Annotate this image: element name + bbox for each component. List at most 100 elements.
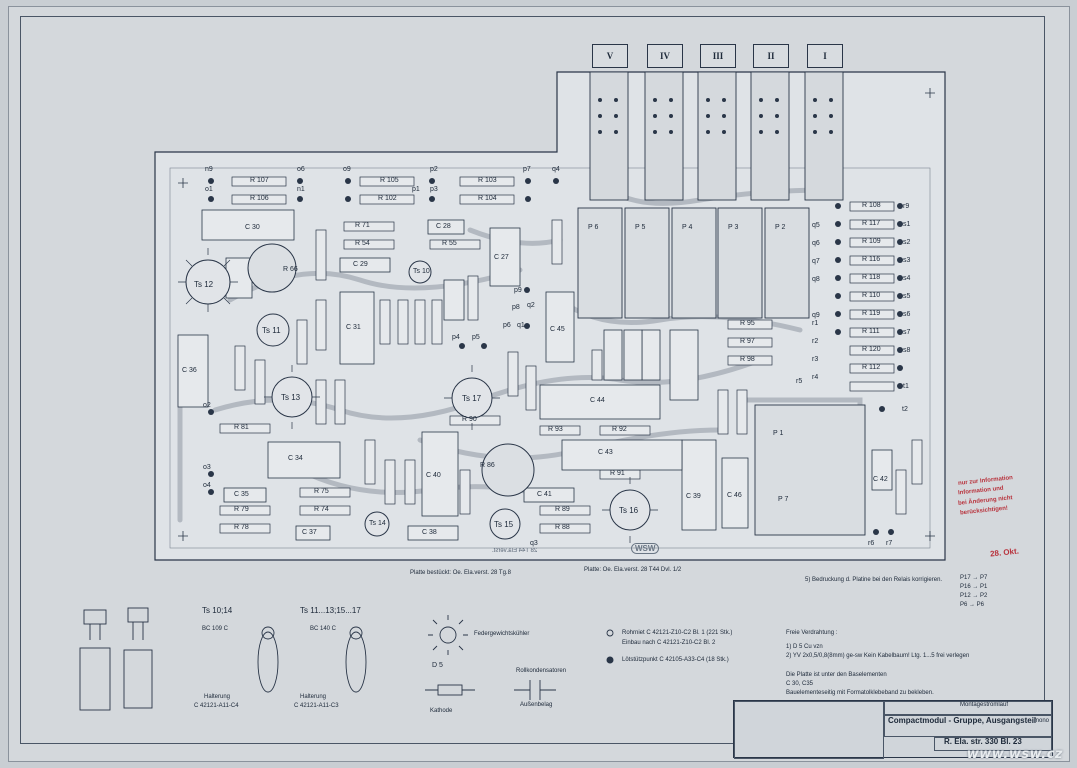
label-c27: C 27 — [494, 254, 509, 261]
mount-3: Bauelementeseitig mit Formatolklebeband … — [786, 690, 934, 696]
drawing-no-cell — [934, 737, 1052, 751]
legend-solder: Lötstützpunkt C 42105-A33-C4 (18 Stk.) — [622, 657, 729, 663]
label-c35: C 35 — [234, 491, 249, 498]
cathode-label: Kathode — [430, 708, 453, 714]
heatsink-fins — [178, 248, 658, 543]
label-ts15: Ts 15 — [494, 520, 514, 529]
mounting-marks — [178, 88, 935, 541]
label-r79: R 79 — [234, 506, 249, 513]
label-p4: P 4 — [682, 224, 693, 231]
label-c38: C 38 — [422, 529, 437, 536]
relay-fix-4: P6 → P6 — [960, 602, 985, 608]
revision-table — [734, 701, 884, 759]
port-q8: q8 — [812, 276, 820, 283]
board-mirror-text: 28 T44 Ela.verst. — [492, 548, 538, 554]
label-ts10: Ts 10 — [413, 268, 430, 275]
port-q5: q5 — [812, 222, 820, 229]
label-r104: R 104 — [478, 195, 497, 202]
relay-fix-1: P17 → P7 — [960, 575, 988, 581]
port-s7: s7 — [903, 329, 911, 336]
label-r78: R 78 — [234, 524, 249, 531]
drawing-frame — [20, 16, 1045, 744]
port-o6: o6 — [297, 166, 305, 173]
label-c28: C 28 — [436, 223, 451, 230]
label-r116: R 116 — [862, 256, 881, 263]
port-s2: s2 — [903, 239, 911, 246]
port-p5: p5 — [472, 334, 480, 341]
label-r118: R 118 — [862, 274, 881, 281]
board-note-plate: Platte: Oe. Ela.verst. 28 T44 Dvl. 1/2 — [584, 567, 682, 573]
label-r93: R 92 — [612, 426, 627, 433]
capacitor-boxes — [177, 209, 893, 541]
label-p3: P 3 — [728, 224, 739, 231]
switch-blocks — [589, 71, 844, 201]
label-c43: C 43 — [598, 449, 613, 456]
port-s3: s3 — [903, 257, 911, 264]
label-c31: C 31 — [346, 324, 361, 331]
label-p2: P 2 — [775, 224, 786, 231]
label-ts14: Ts 14 — [369, 520, 386, 527]
label-r117: R 117 — [862, 220, 881, 227]
label-p1: P 1 — [773, 430, 784, 437]
ts-group-1-holder-code: C 42121-A11-C4 — [194, 703, 239, 709]
title-top-cell — [884, 701, 1052, 715]
capacitor-sub-label: Außenbelag — [520, 702, 553, 708]
drawing-number: R. Ela. str. 330 Bl. 23 — [944, 737, 1022, 746]
wiring-2: 2) YV 2x0,5/0,8(8mm) ge-sw Kein Kabelbau… — [786, 653, 970, 659]
board-inner-line — [169, 167, 931, 549]
label-r66: R 66 — [283, 266, 298, 273]
port-r4: r4 — [812, 374, 819, 381]
label-c29: C 29 — [353, 261, 368, 268]
port-q2: q2 — [527, 302, 535, 309]
label-r81: R 81 — [234, 424, 249, 431]
label-r92: R 91 — [610, 470, 625, 477]
ts-group-2-type: BC 140 C — [310, 626, 337, 632]
title-sub: mono — [1034, 718, 1050, 724]
label-r120: R 120 — [862, 346, 881, 353]
label-r108: R 108 — [862, 202, 881, 209]
ts-group-1-type: BC 109 C — [202, 626, 229, 632]
port-o1: o1 — [205, 186, 213, 193]
port-r5: r5 — [796, 378, 803, 385]
label-r107: R 107 — [250, 177, 269, 184]
relay-fix-3: P12 → P2 — [960, 593, 988, 599]
port-p8: p8 — [512, 304, 520, 311]
label-r91: R 90 — [462, 416, 477, 423]
port-s1: s1 — [903, 221, 911, 228]
port-q9: q9 — [812, 312, 820, 319]
port-q6: q6 — [812, 240, 820, 247]
solder-point-symbol — [606, 656, 614, 664]
switch-label-v: V — [592, 44, 628, 68]
port-p2: p2 — [430, 166, 438, 173]
label-c30: C 30 — [245, 224, 260, 231]
port-o9: o9 — [343, 166, 351, 173]
label-r111: R 111 — [862, 328, 880, 335]
transistor-circles — [185, 243, 651, 540]
label-ts13: Ts 13 — [281, 393, 301, 402]
port-t2: t2 — [902, 406, 908, 413]
switch-pins — [598, 98, 833, 134]
heat-sink-label: Federgewichtskühler — [474, 631, 530, 637]
port-q1: q1 — [517, 322, 525, 329]
label-c40: C 40 — [426, 472, 441, 479]
mount-1: Die Platte ist unter den Baselementen — [786, 672, 887, 678]
site-watermark: www.wsw.cz — [966, 747, 1063, 762]
capacitor-type-label: Rollkondensatoren — [516, 668, 567, 674]
label-r75: R 75 — [314, 488, 329, 495]
port-o3: o3 — [203, 464, 211, 471]
label-r103: R 103 — [478, 177, 497, 184]
port-q3: q3 — [530, 540, 538, 547]
port-o2: o2 — [203, 402, 211, 409]
label-c34: C 34 — [288, 455, 303, 462]
title-top: Montagestromlauf — [960, 702, 1009, 708]
label-r55: R 55 — [442, 240, 457, 247]
ts-group-1-holder: Halterung — [204, 694, 231, 700]
title-block — [733, 700, 1053, 759]
port-s8: s8 — [903, 347, 911, 354]
label-r89: R 88 — [555, 524, 570, 531]
label-r106-a: R 106 — [250, 195, 269, 202]
label-r97: R 97 — [740, 338, 755, 345]
port-s5: s5 — [903, 293, 911, 300]
port-p9: p9 — [514, 287, 522, 294]
